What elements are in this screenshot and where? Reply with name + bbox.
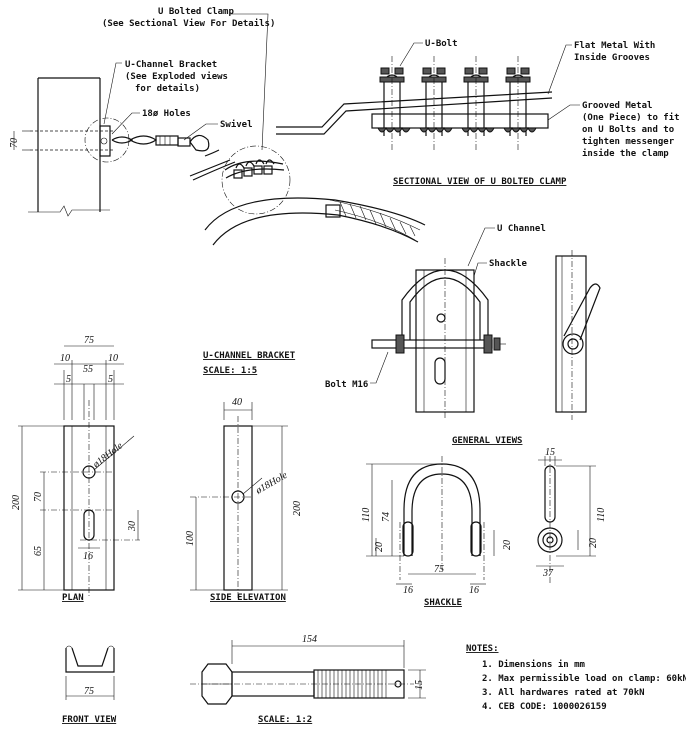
note-item: 4. CEB CODE: 1000026159 [482, 702, 607, 712]
title-shackle: SHACKLE [424, 598, 462, 608]
dim-bolt-154: 154 [302, 634, 317, 645]
dim-side-hole: ø18Hole [253, 470, 290, 498]
callout-u-bolted-clamp: U Bolted Clamp [158, 7, 234, 17]
callout-u-channel-bracket-note-2: for details) [135, 83, 200, 94]
sectional-view: U-Bolt Flat Metal With Inside Grooves Gr… [276, 39, 680, 187]
dim-shackle-110-a: 110 [361, 508, 372, 522]
callout-u-channel-bracket-note-1: (See Exploded views [125, 71, 228, 82]
callout-grooved-note-3: tighten messenger [582, 136, 675, 147]
dim-plan-hole: ø18Hole [90, 440, 125, 471]
dim-plan-30: 30 [127, 521, 138, 532]
dim-plan-10-right: 10 [108, 353, 118, 364]
dim-bolt-15: 15 [414, 680, 425, 690]
general-views: U Channel Shackle Bolt M16 GENERAL VIEWS [325, 224, 601, 446]
title-side-elevation: SIDE ELEVATION [210, 593, 286, 603]
dim-shackle-15: 15 [545, 447, 555, 458]
title-u-channel-bracket: U-CHANNEL BRACKET [203, 351, 296, 361]
pole-assembly [22, 77, 426, 246]
dim-plan-200: 200 [11, 495, 22, 510]
dim-plan-5-left: 5 [66, 374, 71, 385]
u-bolts [377, 56, 537, 150]
note-item: 1. Dimensions in mm [482, 659, 586, 670]
dim-shackle-20-a: 20 [374, 542, 385, 552]
note-item: 2. Max permissible load on clamp: 60kN [482, 673, 686, 684]
dim-shackle-74: 74 [381, 512, 392, 522]
dim-70-pole: 70 [9, 138, 20, 148]
callout-u-channel-bracket: U-Channel Bracket [125, 60, 217, 70]
dim-plan-16: 16 [83, 551, 93, 562]
callout-flat-metal-note: Inside Grooves [574, 52, 650, 63]
callout-u-bolt: U-Bolt [425, 39, 458, 49]
title-sectional-view: SECTIONAL VIEW OF U BOLTED CLAMP [393, 177, 567, 187]
plan-view: 75 10 55 10 5 5 ø18Hole 200 70 65 30 16 … [11, 335, 140, 603]
callout-u-bolted-clamp-note: (See Sectional View For Details) [102, 18, 275, 29]
dim-shackle-20-c: 20 [588, 538, 599, 548]
dim-plan-70: 70 [33, 492, 44, 502]
callout-u-channel: U Channel [497, 224, 546, 234]
callout-holes: 18ø Holes [142, 109, 191, 119]
title-bracket-scale: SCALE: 1:5 [203, 366, 257, 376]
dim-shackle-16-a: 16 [403, 585, 413, 596]
notes-block: NOTES: 1. Dimensions in mm 2. Max permis… [466, 644, 686, 712]
callout-flat-metal: Flat Metal With [574, 40, 655, 51]
notes-heading: NOTES: [466, 644, 499, 654]
callout-bolt-m16: Bolt M16 [325, 380, 368, 390]
dim-plan-75: 75 [84, 335, 94, 346]
title-bolt-scale: SCALE: 1:2 [258, 715, 312, 725]
note-item: 3. All hardwares rated at 70kN [482, 688, 645, 698]
callout-grooved-note-2: on U Bolts and to [582, 125, 674, 135]
callout-swivel: Swivel [220, 119, 253, 130]
side-elevation: 40 ø18Hole 100 200 SIDE ELEVATION [185, 397, 303, 603]
dim-side-40: 40 [232, 397, 242, 408]
front-view: 75 FRONT VIEW [62, 645, 117, 725]
dim-front-75: 75 [84, 686, 94, 697]
dim-shackle-20-b: 20 [502, 540, 513, 550]
dim-shackle-37: 37 [542, 568, 554, 579]
bolt-detail: 154 15 SCALE: 1:2 [190, 634, 426, 725]
title-general-views: GENERAL VIEWS [452, 436, 522, 446]
callout-grooved-note-1: (One Piece) to fit [582, 112, 680, 123]
callout-shackle: Shackle [489, 259, 528, 269]
dim-side-100: 100 [185, 531, 196, 546]
dim-shackle-75: 75 [434, 564, 444, 575]
shackle-detail: 110 74 20 20 75 16 16 SHACKLE 15 110 20 … [361, 447, 607, 608]
title-plan: PLAN [62, 593, 84, 603]
dim-plan-10-left: 10 [60, 353, 70, 364]
dim-plan-65: 65 [33, 546, 44, 556]
dim-shackle-110-b: 110 [596, 508, 607, 522]
callout-grooved-note-4: inside the clamp [582, 148, 669, 159]
dim-plan-5-right: 5 [108, 374, 113, 385]
title-front-view: FRONT VIEW [62, 715, 117, 725]
dim-shackle-16-b: 16 [469, 585, 479, 596]
dim-plan-55: 55 [83, 364, 93, 375]
callouts-top-left: U Bolted Clamp (See Sectional View For D… [9, 7, 275, 151]
callout-grooved-metal: Grooved Metal [582, 101, 652, 111]
dim-side-200: 200 [292, 501, 303, 516]
